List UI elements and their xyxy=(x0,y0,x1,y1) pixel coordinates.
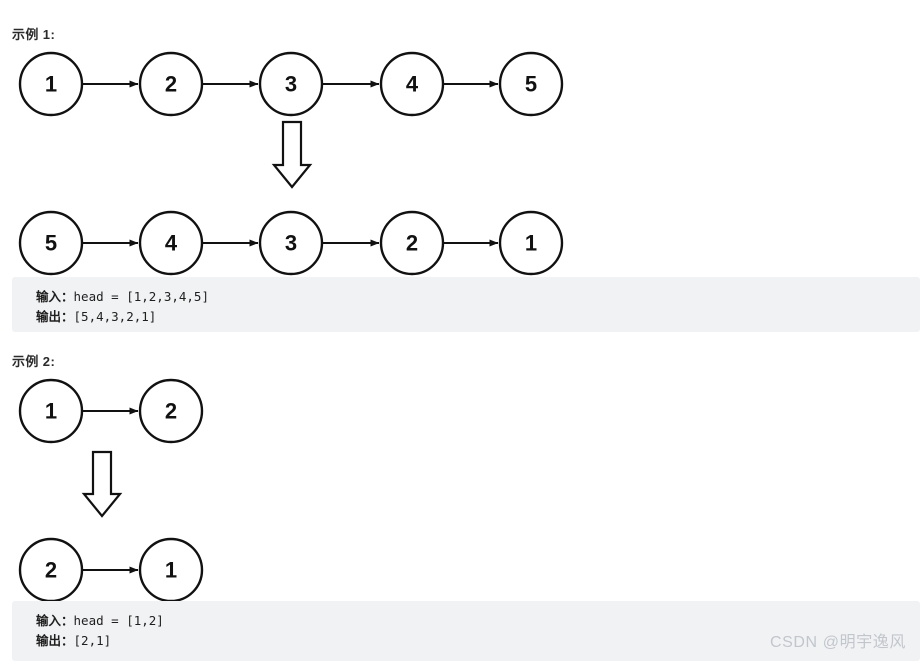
list-node-value: 2 xyxy=(165,72,177,97)
example-1-label: 示例 1: xyxy=(12,27,56,42)
input-label: 输入： xyxy=(36,290,74,304)
example-1-input-line: 输入：head = [1,2,3,4,5] xyxy=(36,287,920,307)
example-2-input-line: 输入：head = [1,2] xyxy=(36,611,920,631)
input-value: head = [1,2] xyxy=(73,613,164,628)
list-node xyxy=(498,210,564,276)
list-node xyxy=(138,51,204,117)
list-node xyxy=(498,51,564,117)
input-label: 输入： xyxy=(36,614,74,628)
down-block-arrow-icon xyxy=(81,450,123,518)
example-2-output-line: 输出：[2,1] xyxy=(36,631,920,651)
list-node-value: 1 xyxy=(165,558,177,583)
csdn-watermark: CSDN @明宇逸风 xyxy=(769,634,906,651)
list-node-value: 4 xyxy=(165,231,178,256)
list-node xyxy=(18,210,84,276)
input-value: head = [1,2,3,4,5] xyxy=(73,289,209,304)
output-value: [2,1] xyxy=(73,633,112,648)
list-node xyxy=(379,51,445,117)
list-node-value: 3 xyxy=(285,72,297,97)
example-2-before-row: 1 2 xyxy=(18,378,204,444)
list-node xyxy=(379,210,445,276)
example-1-io-block: 输入：head = [1,2,3,4,5] 输出：[5,4,3,2,1] xyxy=(12,277,920,332)
list-node xyxy=(18,51,84,117)
output-value: [5,4,3,2,1] xyxy=(73,309,157,324)
list-node-value: 5 xyxy=(525,72,537,97)
example-1-output-line: 输出：[5,4,3,2,1] xyxy=(36,307,920,327)
list-node xyxy=(258,51,324,117)
example-2-after-row: 2 1 xyxy=(18,537,204,603)
output-label: 输出： xyxy=(36,634,74,648)
list-node-value: 2 xyxy=(45,558,57,583)
example-2-io-block: 输入：head = [1,2] 输出：[2,1] xyxy=(12,601,920,661)
list-node-value: 5 xyxy=(45,231,57,256)
list-node-value: 1 xyxy=(45,72,57,97)
output-label: 输出： xyxy=(36,310,74,324)
example-1-after-row: 5 4 3 2 1 xyxy=(18,210,564,276)
down-block-arrow-icon xyxy=(271,120,313,189)
list-node-value: 2 xyxy=(406,231,418,256)
list-node-value: 1 xyxy=(45,399,57,424)
example-2-label: 示例 2: xyxy=(12,354,56,369)
list-node xyxy=(18,378,84,444)
example-1-before-row: 1 2 3 4 5 xyxy=(18,51,564,117)
list-node-value: 4 xyxy=(406,72,419,97)
list-node xyxy=(138,378,204,444)
list-node-value: 1 xyxy=(525,231,537,256)
list-node xyxy=(258,210,324,276)
list-node xyxy=(138,210,204,276)
list-node-value: 3 xyxy=(285,231,297,256)
list-node-value: 2 xyxy=(165,399,177,424)
